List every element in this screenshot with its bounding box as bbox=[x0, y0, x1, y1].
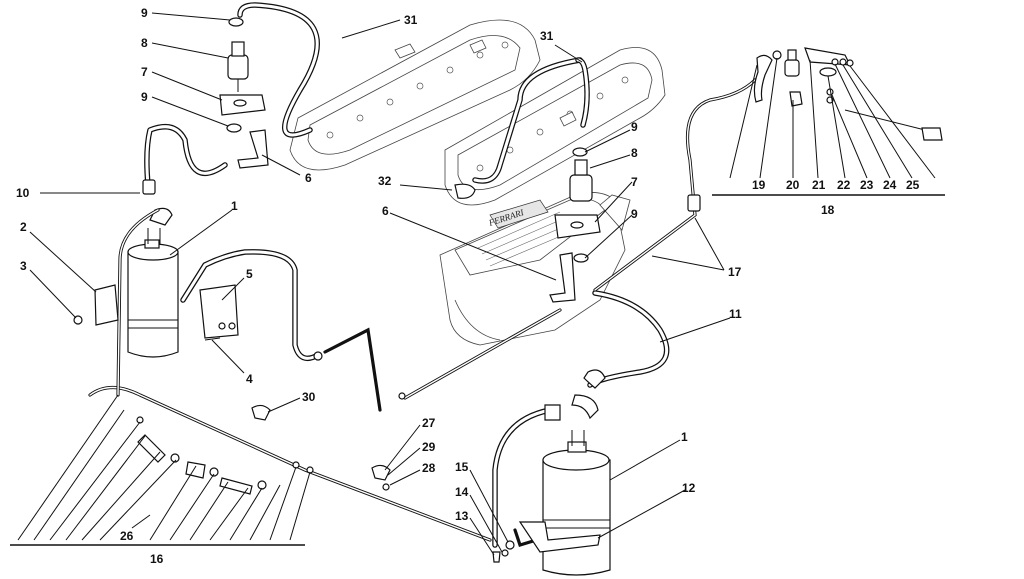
label-21: 21 bbox=[812, 178, 826, 192]
label-4: 4 bbox=[246, 372, 253, 386]
label-11: 11 bbox=[729, 307, 742, 321]
right-carbon-canister bbox=[542, 430, 611, 576]
label-10: 10 bbox=[16, 186, 30, 200]
label-16: 16 bbox=[150, 552, 164, 566]
label-9: 9 bbox=[631, 207, 638, 221]
label-9: 9 bbox=[141, 90, 148, 104]
label-9: 9 bbox=[141, 6, 148, 20]
label-13: 13 bbox=[455, 509, 469, 523]
label-18: 18 bbox=[821, 203, 835, 217]
label-7: 7 bbox=[631, 175, 638, 189]
label-26: 26 bbox=[120, 529, 134, 543]
leader-lines bbox=[17, 12, 936, 556]
label-1: 1 bbox=[231, 199, 238, 213]
label-7: 7 bbox=[141, 65, 148, 79]
label-8: 8 bbox=[631, 146, 638, 160]
label-9: 9 bbox=[631, 120, 638, 134]
label-27: 27 bbox=[422, 416, 436, 430]
label-24: 24 bbox=[883, 178, 897, 192]
label-15: 15 bbox=[455, 460, 469, 474]
label-6: 6 bbox=[305, 171, 312, 185]
label-1: 1 bbox=[681, 430, 688, 444]
label-5: 5 bbox=[246, 267, 253, 281]
label-20: 20 bbox=[786, 178, 800, 192]
left-carbon-canister bbox=[127, 207, 179, 358]
label-23: 23 bbox=[860, 178, 874, 192]
label-29: 29 bbox=[422, 440, 436, 454]
label-6: 6 bbox=[382, 204, 389, 218]
label-22: 22 bbox=[837, 178, 851, 192]
label-8: 8 bbox=[141, 36, 148, 50]
label-31: 31 bbox=[540, 29, 554, 43]
label-14: 14 bbox=[455, 485, 469, 499]
label-28: 28 bbox=[422, 461, 436, 475]
label-32: 32 bbox=[378, 174, 392, 188]
label-31: 31 bbox=[404, 13, 418, 27]
part-number-labels: 9 8 7 9 31 6 10 1 2 3 5 4 30 31 32 6 9 8… bbox=[16, 6, 920, 566]
left-cam-cover bbox=[289, 19, 541, 171]
label-25: 25 bbox=[906, 178, 920, 192]
label-19: 19 bbox=[752, 178, 766, 192]
label-12: 12 bbox=[682, 481, 696, 495]
label-17: 17 bbox=[728, 265, 742, 279]
label-30: 30 bbox=[302, 390, 316, 404]
label-3: 3 bbox=[20, 259, 27, 273]
label-2: 2 bbox=[20, 220, 27, 234]
